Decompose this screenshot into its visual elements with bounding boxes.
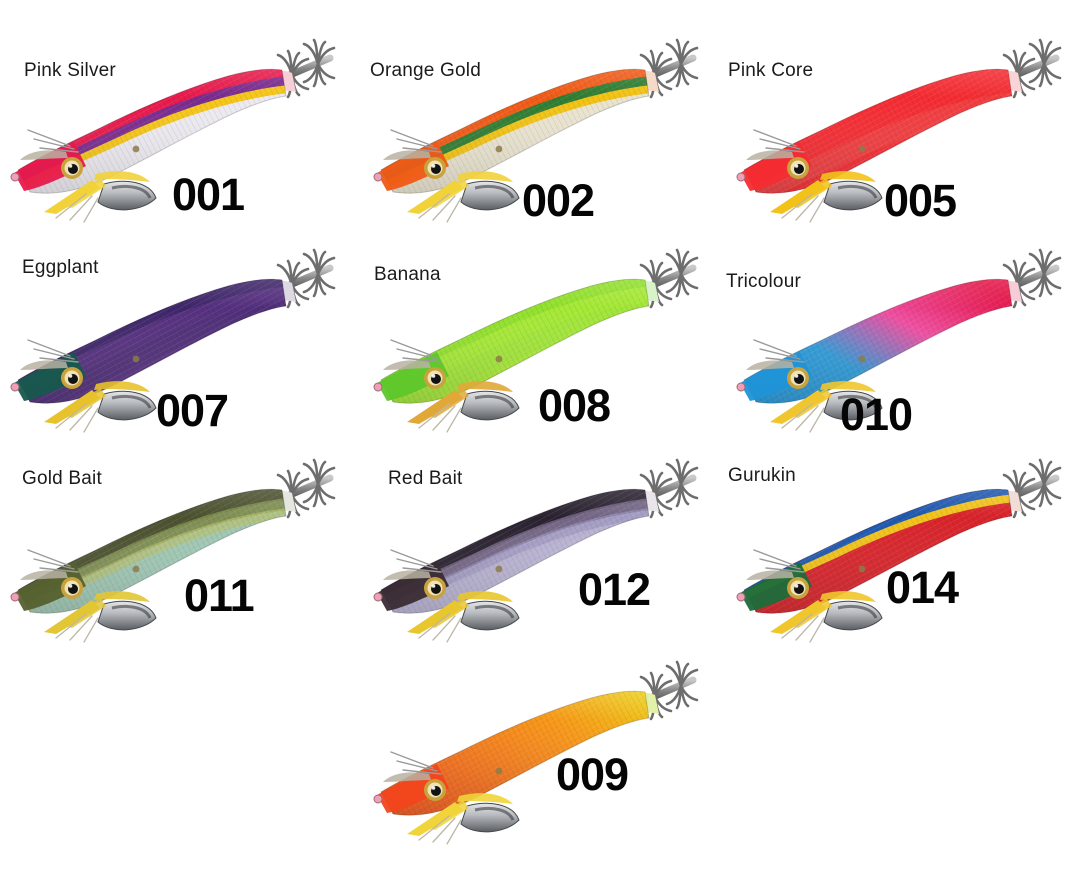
colour-name-label: Pink Core bbox=[728, 60, 814, 81]
lure-illustration-010 bbox=[726, 228, 1089, 438]
colour-code-label: 014 bbox=[886, 562, 959, 613]
lure-illustration-002 bbox=[363, 18, 726, 228]
lure-card-014 bbox=[726, 438, 1089, 648]
colour-name-label: Gurukin bbox=[728, 465, 796, 486]
lure-card-002 bbox=[363, 18, 726, 228]
lure-card-008 bbox=[363, 228, 726, 438]
lure-illustration-014 bbox=[726, 438, 1089, 648]
lure-illustration-007 bbox=[0, 228, 363, 438]
lure-card-010 bbox=[726, 228, 1089, 438]
colour-code-label: 012 bbox=[578, 564, 651, 615]
colour-code-label: 008 bbox=[538, 380, 611, 431]
lure-card-007 bbox=[0, 228, 363, 438]
colour-code-label: 005 bbox=[884, 175, 957, 226]
colour-code-label: 001 bbox=[172, 169, 245, 220]
lure-card-012 bbox=[363, 438, 726, 648]
lure-illustration-012 bbox=[363, 438, 726, 648]
colour-name-label: Pink Silver bbox=[24, 60, 116, 81]
colour-code-label: 007 bbox=[156, 385, 229, 436]
colour-name-label: Tricolour bbox=[726, 271, 801, 292]
lure-card-005 bbox=[726, 18, 1089, 228]
colour-name-label: Gold Bait bbox=[22, 468, 102, 489]
lure-illustration-001 bbox=[0, 18, 363, 228]
lure-card-009 bbox=[363, 640, 726, 850]
lure-card-011 bbox=[0, 438, 363, 648]
colour-name-label: Red Bait bbox=[388, 468, 463, 489]
colour-name-label: Orange Gold bbox=[370, 60, 481, 81]
colour-name-label: Banana bbox=[374, 264, 441, 285]
colour-code-label: 009 bbox=[556, 749, 629, 800]
lure-illustration-009 bbox=[363, 640, 726, 850]
colour-name-label: Eggplant bbox=[22, 257, 99, 278]
colour-code-label: 002 bbox=[522, 175, 595, 226]
lure-illustration-005 bbox=[726, 18, 1089, 228]
lure-illustration-008 bbox=[363, 228, 726, 438]
lure-card-001 bbox=[0, 18, 363, 228]
colour-code-label: 010 bbox=[840, 389, 913, 440]
colour-code-label: 011 bbox=[184, 570, 255, 621]
lure-illustration-011 bbox=[0, 438, 363, 648]
